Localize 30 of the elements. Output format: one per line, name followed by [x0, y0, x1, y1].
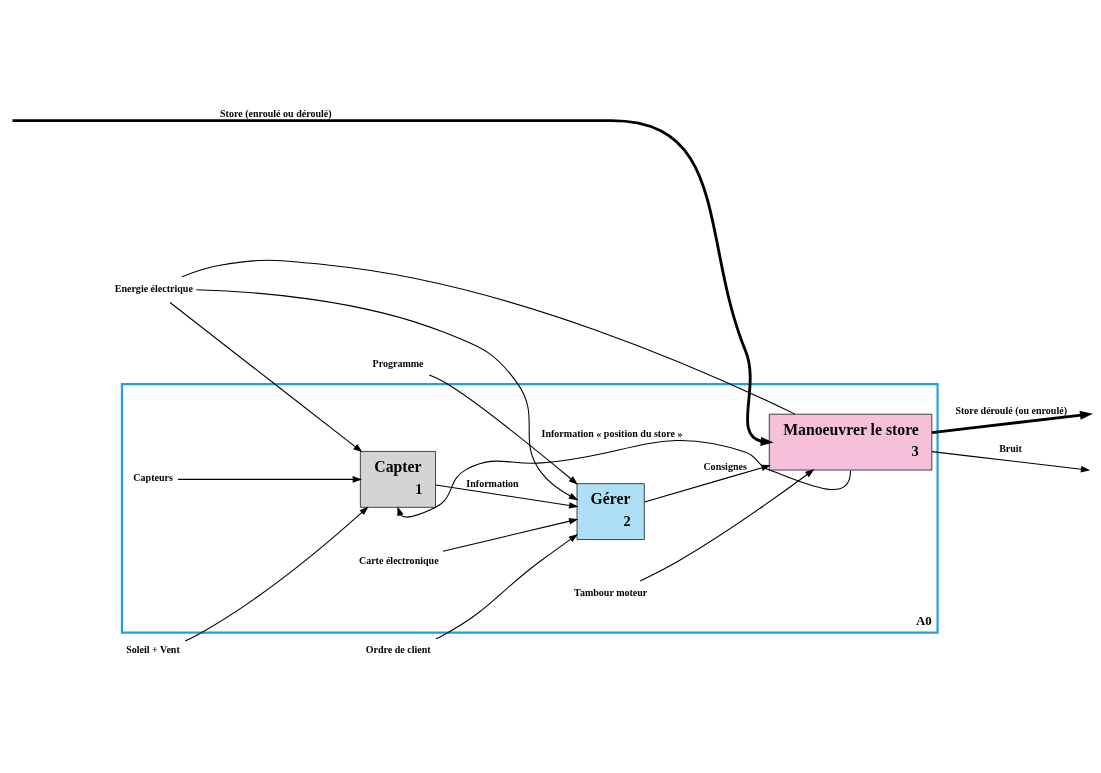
edge-label: Store déroulé (ou enroulé) — [955, 404, 1068, 416]
arrow — [435, 484, 579, 509]
arrow — [177, 475, 362, 483]
arrow — [169, 301, 363, 452]
arrow — [639, 468, 815, 581]
node-box: Capter 1 — [360, 450, 436, 508]
arrow — [931, 450, 1091, 472]
arrow — [12, 118, 774, 446]
arrow — [442, 517, 579, 552]
arrow — [428, 374, 578, 485]
arrow — [435, 533, 579, 639]
arrow — [184, 505, 369, 641]
edge-label: Information — [466, 477, 519, 489]
edge-label: Consignes — [703, 460, 747, 471]
node-box: Manoeuvrer le store 3 — [768, 413, 933, 470]
edge-label: Store (enroulé ou déroulé) — [220, 107, 332, 119]
arrow — [931, 410, 1093, 434]
node-text: Tambour moteur — [574, 586, 648, 598]
arrow — [195, 288, 579, 500]
edge-label: Information « position du store » — [541, 427, 683, 439]
edge-label: Bruit — [999, 442, 1022, 454]
node-text: Energie électrique — [114, 282, 193, 294]
connector — [181, 259, 796, 415]
node-text: Capteurs — [133, 471, 173, 483]
node-text: Ordre de client — [365, 643, 431, 655]
arrow — [397, 439, 852, 518]
node-text: Programme — [372, 357, 424, 369]
node-text: Soleil + Vent — [126, 643, 180, 655]
node-box: Gérer 2 — [576, 482, 645, 540]
node-text: Carte électronique — [358, 554, 439, 566]
